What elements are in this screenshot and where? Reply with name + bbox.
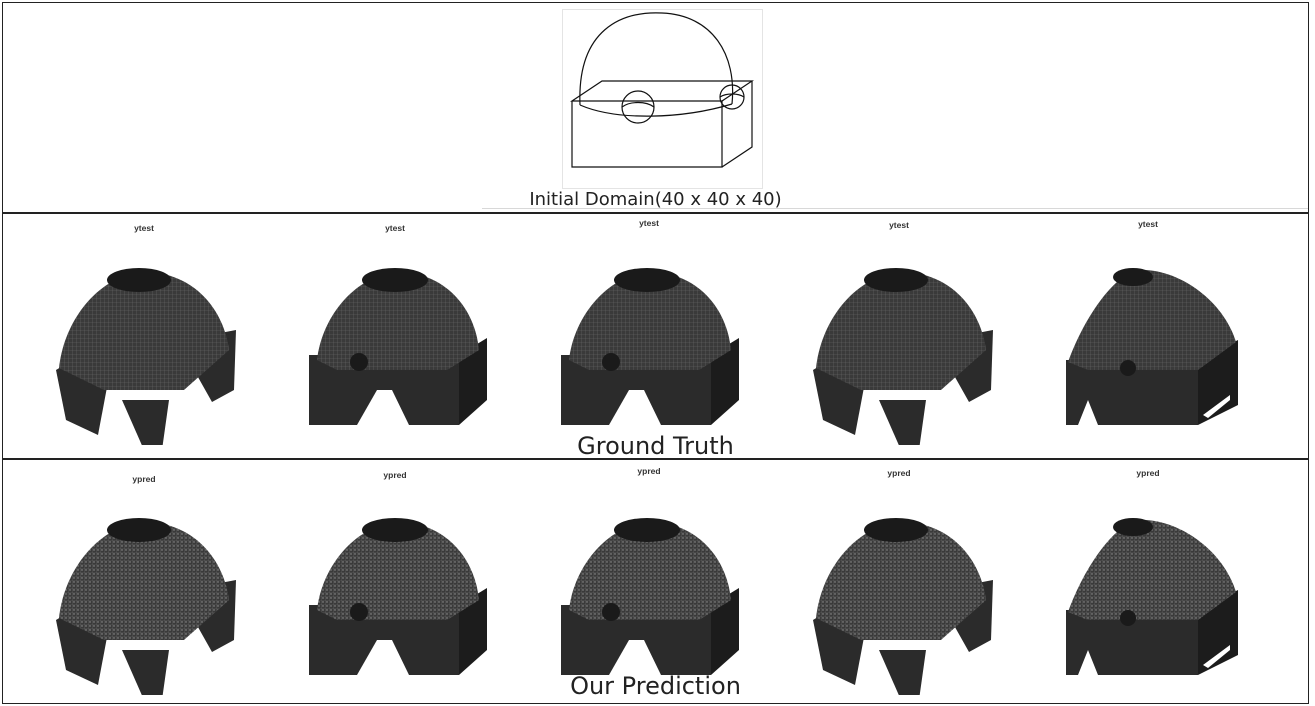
gt-plot-2-title: ytest — [345, 223, 445, 233]
voxel-top — [1113, 518, 1153, 536]
voxel-dome — [1068, 520, 1236, 620]
gt-plot-1-title: ytest — [94, 223, 194, 233]
pred-plot-1-title: ypred — [94, 474, 194, 484]
domain-sketch-icon — [562, 9, 762, 189]
ground-truth-caption: Ground Truth — [3, 432, 1308, 459]
initial-domain-caption: Initial Domain(40 x 40 x 40) — [3, 189, 1308, 210]
gt-plot-3-title: ytest — [599, 218, 699, 228]
voxel-hole — [350, 353, 368, 371]
pred-plot-2-title: ypred — [345, 470, 445, 480]
pred-voxel-plot-2 — [297, 500, 497, 695]
voxel-top — [362, 268, 428, 292]
voxel-top — [362, 518, 428, 542]
initial-domain-panel: Initial Domain(40 x 40 x 40) — [2, 2, 1309, 213]
ground-truth-panel: ytest ytest ytest ytest ytest Ground Tru… — [2, 213, 1309, 459]
voxel-hole — [602, 353, 620, 371]
gt-voxel-plot-4 — [801, 250, 1001, 445]
voxel-dome — [1068, 270, 1236, 370]
pred-voxel-plot-5 — [1058, 500, 1258, 695]
divider-line — [482, 208, 1308, 209]
voxel-hole — [1120, 610, 1136, 626]
pred-plot-4-title: ypred — [849, 468, 949, 478]
voxel-top — [107, 268, 171, 292]
prediction-panel: ypred ypred ypred ypred ypred Our Predic… — [2, 459, 1309, 704]
voxel-hole — [350, 603, 368, 621]
voxel-top — [864, 268, 928, 292]
pred-voxel-plot-1 — [44, 500, 244, 695]
gt-voxel-plot-5 — [1058, 250, 1258, 445]
voxel-top — [1113, 268, 1153, 286]
voxel-top — [864, 518, 928, 542]
pred-plot-3-title: ypred — [599, 466, 699, 476]
voxel-top — [614, 518, 680, 542]
pred-plot-5-title: ypred — [1098, 468, 1198, 478]
gt-voxel-plot-1 — [44, 250, 244, 445]
voxel-top — [107, 518, 171, 542]
voxel-hole — [602, 603, 620, 621]
voxel-hole — [1120, 360, 1136, 376]
pred-voxel-plot-4 — [801, 500, 1001, 695]
pred-voxel-plot-3 — [549, 500, 749, 695]
prediction-caption: Our Prediction — [3, 672, 1308, 700]
gt-plot-5-title: ytest — [1098, 219, 1198, 229]
gt-voxel-plot-3 — [549, 250, 749, 445]
voxel-top — [614, 268, 680, 292]
gt-plot-4-title: ytest — [849, 220, 949, 230]
gt-voxel-plot-2 — [297, 250, 497, 445]
